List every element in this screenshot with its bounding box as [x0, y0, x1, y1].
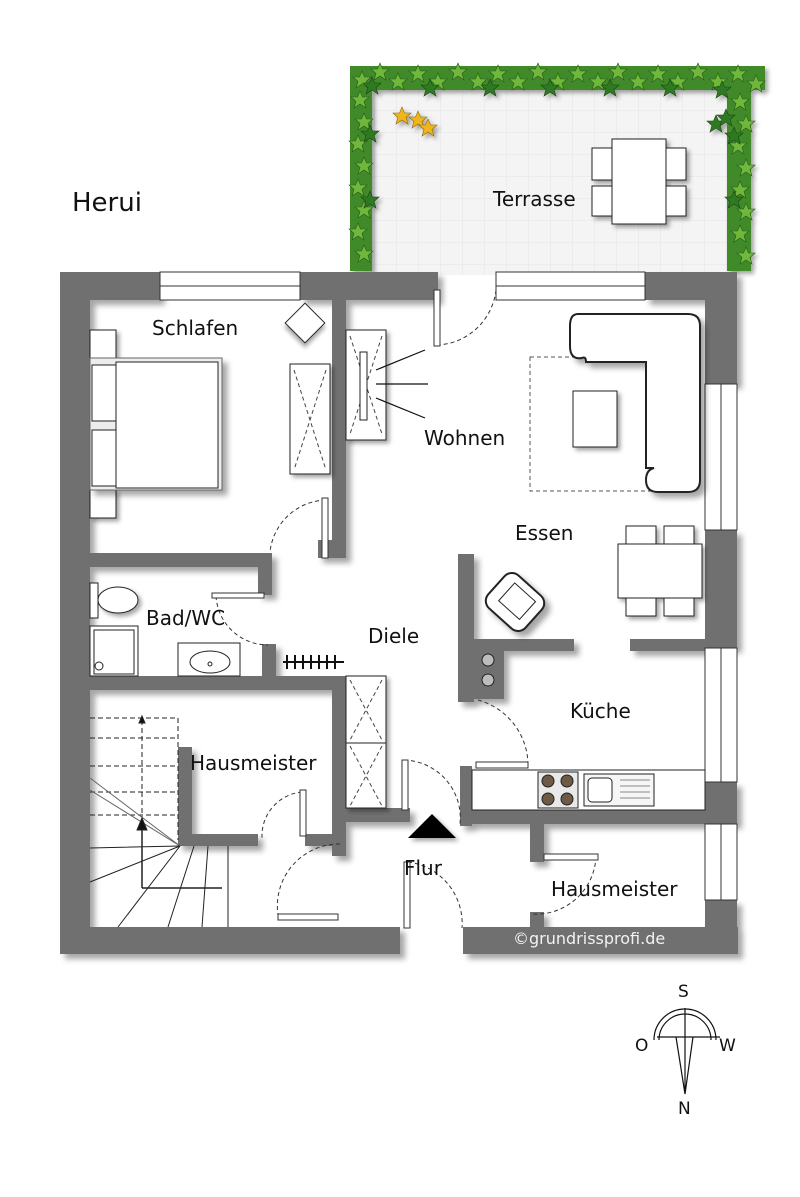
room-label-hausmeister-1: Hausmeister: [190, 751, 317, 775]
walls: [60, 272, 738, 954]
room-label-schlafen: Schlafen: [152, 316, 239, 340]
doors: [215, 289, 597, 929]
bedroom-furniture: [89, 302, 331, 519]
compass-south-label: S: [678, 982, 689, 1002]
compass-west-label: W: [719, 1036, 736, 1056]
room-label-wohnen: Wohnen: [424, 426, 506, 450]
living-furniture: [345, 313, 701, 493]
staircase: [89, 714, 229, 928]
door-leaves: [211, 289, 599, 929]
compass-east-label: O: [635, 1036, 649, 1056]
fireplace: [481, 653, 495, 687]
radiator: [283, 655, 344, 669]
dining-set: [617, 525, 703, 617]
bathroom-fixtures: [89, 582, 241, 677]
armchair: [484, 572, 546, 632]
terrace: [348, 62, 766, 275]
room-label-hausmeister-2: Hausmeister: [551, 877, 678, 901]
entrance-marker-icon: [408, 814, 456, 838]
room-label-essen: Essen: [515, 521, 574, 545]
plan-title: Herui: [72, 188, 142, 218]
kitchen-counter: [471, 769, 706, 811]
room-label-flur: Flur: [404, 856, 442, 880]
compass-icon: [653, 1008, 720, 1095]
hall-wardrobe: [345, 675, 387, 809]
hedge: [348, 62, 766, 271]
room-label-bad-wc: Bad/WC: [146, 606, 226, 630]
room-label-diele: Diele: [368, 624, 420, 648]
windows: [159, 271, 738, 901]
copyright-text: ©grundrissprofi.de: [513, 929, 666, 948]
room-label-kueche: Küche: [570, 699, 631, 723]
room-label-terrasse: Terrasse: [493, 187, 576, 211]
terrace-dining-set: [591, 138, 687, 225]
compass-north-label: N: [678, 1099, 691, 1119]
